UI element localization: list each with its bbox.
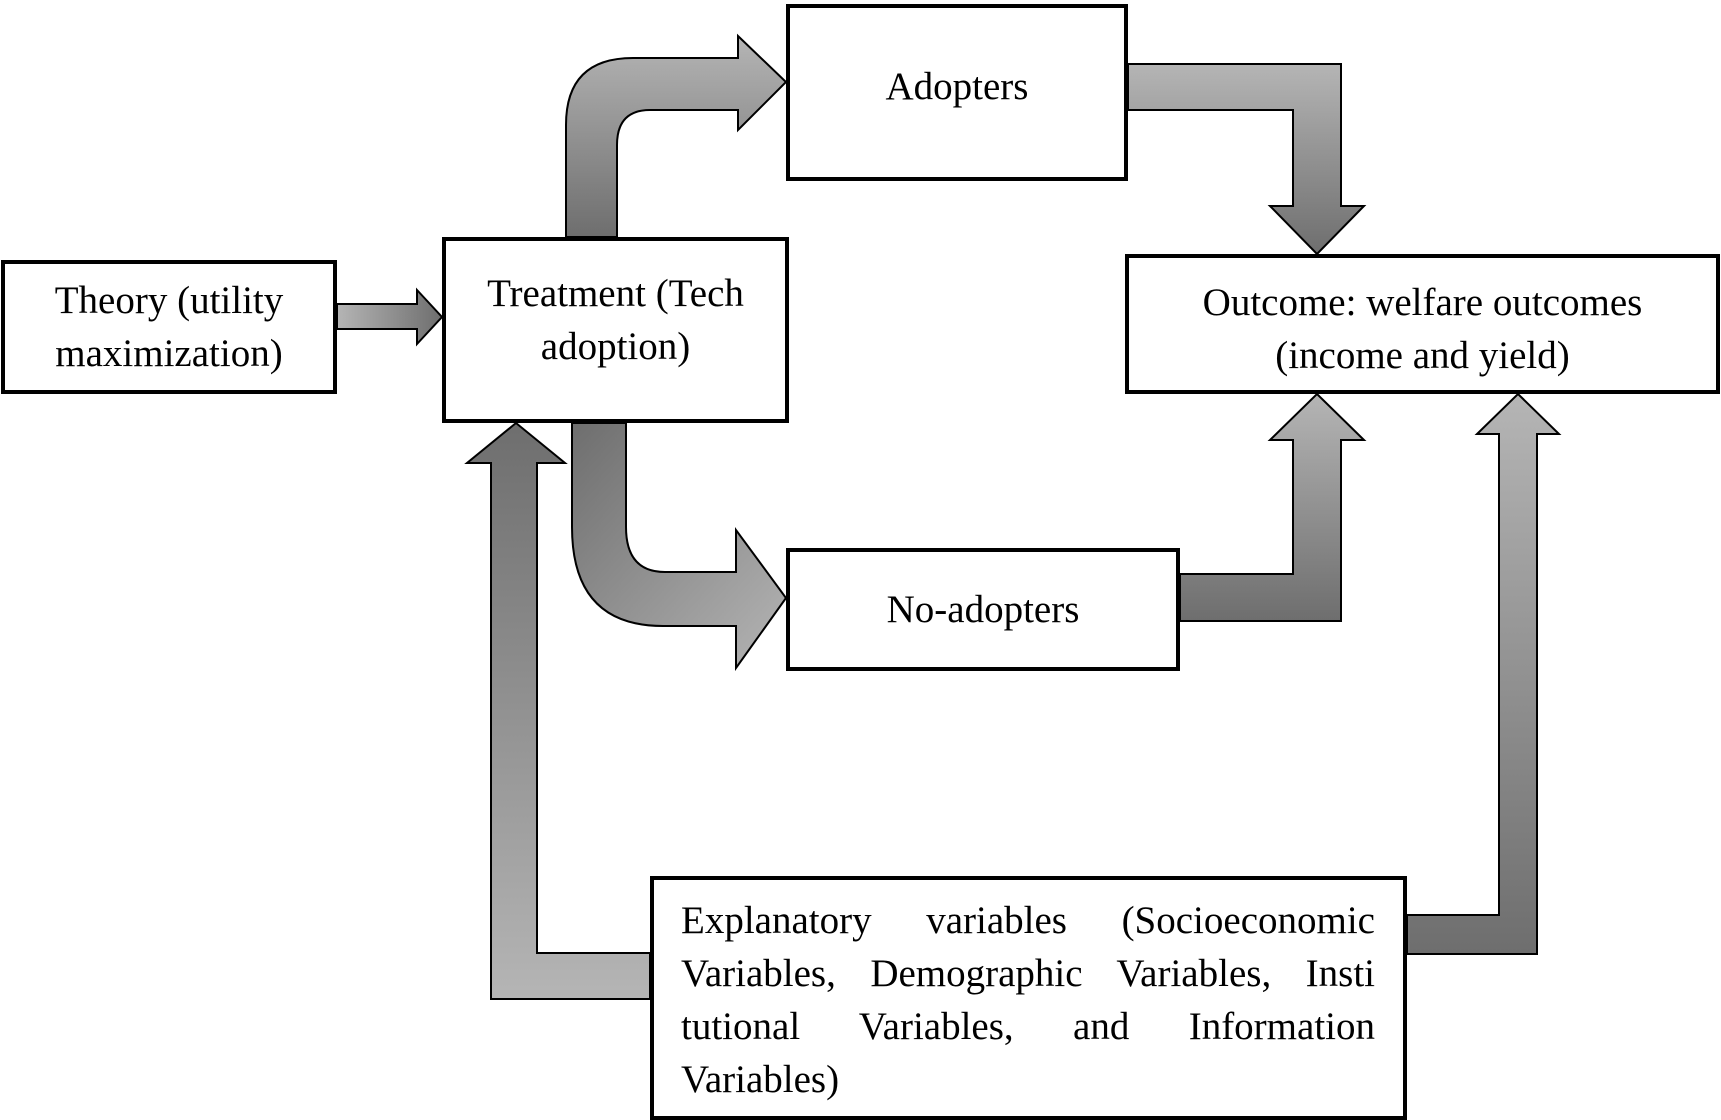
- node-outcome-line1: Outcome: welfare outcomes: [1202, 281, 1643, 324]
- node-theory-line1: Theory (utility: [54, 279, 284, 322]
- node-explanatory-line3: tutional Variables, and Information: [681, 1005, 1375, 1048]
- arrow-treatment-to-non-adopters: [571, 422, 788, 672]
- node-treatment-line2: adoption): [540, 325, 691, 368]
- arrow-adopters-to-outcome: [1127, 63, 1367, 256]
- node-outcome: Outcome: welfare outcomes (income and yi…: [1125, 254, 1720, 394]
- node-explanatory-line2: Variables, Demographic Variables, Insti: [681, 952, 1375, 995]
- node-theory: Theory (utility maximization): [1, 260, 337, 394]
- node-outcome-line2: (income and yield): [1275, 334, 1570, 377]
- arrow-non-adopters-to-outcome: [1179, 392, 1367, 622]
- node-non-adopters-label: No-adopters: [886, 588, 1080, 631]
- node-adopters: Adopters: [786, 4, 1128, 181]
- node-explanatory-line4: Variables): [681, 1058, 840, 1101]
- arrow-explanatory-to-treatment: [464, 421, 651, 1000]
- node-explanatory-line1: Explanatory variables (Socioeconomic: [681, 899, 1375, 942]
- arrow-theory-to-treatment: [336, 287, 444, 347]
- node-treatment: Treatment (Tech adoption): [442, 237, 789, 423]
- node-adopters-label: Adopters: [885, 65, 1029, 108]
- arrow-treatment-to-adopters: [565, 33, 788, 238]
- node-non-adopters: No-adopters: [786, 548, 1180, 671]
- node-treatment-line1: Treatment (Tech: [487, 272, 744, 315]
- node-explanatory-variables: Explanatory variables (Socioeconomic Var…: [650, 876, 1407, 1120]
- node-theory-line2: maximization): [55, 332, 283, 375]
- arrow-explanatory-to-outcome: [1406, 392, 1562, 955]
